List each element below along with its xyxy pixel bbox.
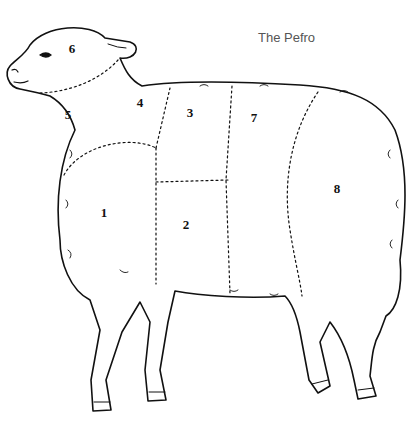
callout-number: 3: [187, 106, 194, 119]
hoof-lines: [94, 380, 374, 402]
sheep-outline: [7, 28, 405, 411]
callout-number: 4: [137, 96, 144, 109]
nostril: [12, 69, 18, 72]
wool-texture: [66, 85, 398, 296]
callout-number: 5: [65, 108, 72, 121]
callout-number: 7: [251, 111, 258, 124]
mouth: [14, 81, 28, 83]
cut-lines: [40, 60, 318, 296]
eye: [40, 53, 51, 57]
callout-number: 8: [334, 182, 341, 195]
callout-number: 1: [101, 206, 108, 219]
caption-text: The Pefro: [258, 31, 315, 44]
ear-detail: [108, 44, 126, 48]
callout-number: 6: [69, 42, 76, 55]
callout-number: 2: [183, 218, 190, 231]
